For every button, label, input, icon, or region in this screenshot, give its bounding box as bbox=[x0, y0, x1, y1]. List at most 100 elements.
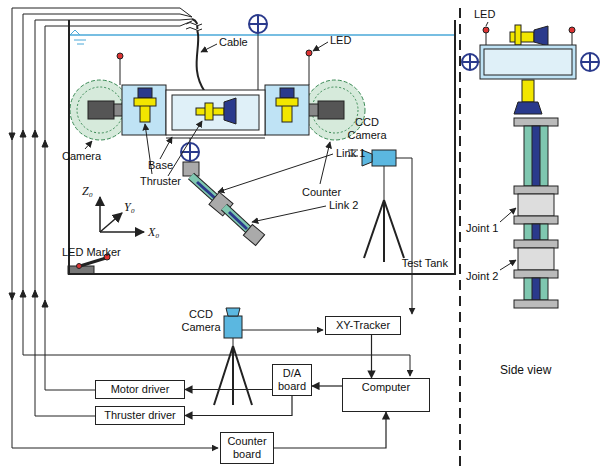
signal-arrow bbox=[371, 335, 372, 378]
axis-label: Z₀ bbox=[82, 184, 93, 199]
side-view-vehicle bbox=[572, 32, 573, 45]
driver-box: Motor driver bbox=[95, 380, 185, 399]
leader-lines bbox=[168, 121, 202, 176]
box-text: D/A board bbox=[276, 367, 308, 392]
leader-lines bbox=[500, 260, 516, 270]
vehicle bbox=[276, 98, 298, 106]
vehicle bbox=[280, 88, 294, 98]
vehicle bbox=[258, 33, 259, 90]
manipulator bbox=[183, 162, 265, 246]
da-board-box: D/A board bbox=[272, 364, 312, 396]
box-text: Computer bbox=[346, 381, 426, 394]
vehicle bbox=[70, 80, 130, 140]
ccd-camera bbox=[233, 338, 234, 346]
led-label: LED bbox=[330, 34, 351, 47]
camera-label: CCD Camera bbox=[343, 116, 391, 141]
water-surface bbox=[77, 44, 84, 45]
vehicle bbox=[166, 90, 265, 135]
side-view-vehicle bbox=[581, 53, 599, 71]
side-view-vehicle bbox=[484, 49, 572, 75]
vehicle bbox=[249, 15, 267, 33]
signal-arrow bbox=[274, 412, 386, 448]
signal-wires bbox=[42, 140, 48, 307]
vehicle bbox=[122, 85, 166, 135]
ccd-camera bbox=[348, 150, 412, 314]
marker-label: LED Marker bbox=[62, 246, 121, 259]
side-view-vehicle bbox=[532, 278, 540, 300]
ccd-camera bbox=[214, 346, 252, 405]
world-axes bbox=[99, 197, 101, 232]
axis-label: X₀ bbox=[148, 225, 160, 240]
water-surface bbox=[70, 34, 454, 36]
box-text: Motor driver bbox=[99, 383, 181, 396]
leader-lines bbox=[85, 42, 333, 222]
vehicle bbox=[265, 85, 309, 135]
signal-wires bbox=[12, 8, 218, 448]
vehicle bbox=[249, 15, 267, 33]
vehicle bbox=[309, 55, 310, 85]
manipulator bbox=[243, 224, 264, 245]
side-view-vehicle bbox=[514, 240, 558, 248]
led-marker bbox=[80, 258, 106, 266]
side-view-vehicle bbox=[518, 194, 554, 216]
side-view-vehicle bbox=[522, 80, 534, 102]
cable-label: Cable bbox=[219, 36, 248, 49]
manipulator bbox=[183, 162, 199, 176]
ccd-camera bbox=[226, 308, 240, 316]
side-view-vehicle bbox=[486, 32, 487, 45]
side-view-vehicle bbox=[480, 45, 576, 79]
side-view-vehicle bbox=[524, 224, 548, 240]
signal-wires bbox=[23, 14, 180, 15]
side-view-vehicle bbox=[532, 224, 540, 240]
tracker-box: XY-Tracker bbox=[325, 316, 401, 335]
side-view-vehicle bbox=[581, 53, 599, 71]
vehicle bbox=[120, 58, 121, 85]
camera-label: CCD Camera bbox=[180, 308, 222, 333]
side-view-vehicle bbox=[532, 126, 540, 186]
side-view-vehicle bbox=[462, 54, 478, 70]
side-view-vehicle bbox=[514, 270, 558, 278]
ccd-camera bbox=[242, 330, 323, 331]
water-surface bbox=[74, 40, 86, 41]
side-view-vehicle bbox=[483, 27, 489, 33]
signal-wires bbox=[45, 26, 180, 27]
cable bbox=[186, 19, 205, 92]
leader-lines bbox=[160, 137, 172, 159]
side-view-vehicle bbox=[524, 126, 548, 186]
joint-label: Joint 1 bbox=[466, 222, 498, 235]
manipulator bbox=[229, 212, 247, 229]
leader-lines bbox=[486, 22, 488, 26]
vehicle bbox=[166, 138, 265, 139]
leader-lines bbox=[252, 206, 326, 222]
ccd-camera bbox=[364, 200, 404, 262]
signal-wires bbox=[32, 130, 38, 297]
side-view-vehicle bbox=[514, 186, 558, 194]
side-view-vehicle bbox=[510, 32, 534, 42]
joint-label: Joint 2 bbox=[466, 270, 498, 283]
ccd-camera bbox=[396, 158, 412, 314]
link-label: Link 2 bbox=[329, 199, 358, 212]
vehicle bbox=[88, 101, 114, 119]
signal-arrow bbox=[185, 396, 292, 416]
water-surface bbox=[70, 30, 80, 35]
signal-wires bbox=[9, 133, 15, 300]
world-axes bbox=[100, 231, 144, 233]
vehicle bbox=[318, 101, 344, 119]
signal-arrow bbox=[312, 385, 342, 386]
vehicle bbox=[134, 98, 156, 106]
counter-box: Counter board bbox=[220, 432, 274, 464]
ccd-camera bbox=[372, 150, 396, 166]
side-view-vehicle bbox=[524, 278, 548, 300]
ccd-camera bbox=[214, 308, 323, 405]
thruster-label: Thruster bbox=[140, 175, 181, 188]
manipulator bbox=[224, 207, 252, 233]
vehicle bbox=[205, 103, 213, 120]
side-view-vehicle bbox=[518, 248, 554, 270]
side-view-vehicle bbox=[514, 216, 558, 224]
signal-wires bbox=[23, 14, 410, 376]
vehicle bbox=[181, 143, 199, 161]
base-label: Base bbox=[148, 159, 173, 172]
side-view-vehicle bbox=[534, 26, 548, 46]
axis-label: Y₀ bbox=[124, 200, 135, 215]
vehicle bbox=[306, 50, 312, 56]
